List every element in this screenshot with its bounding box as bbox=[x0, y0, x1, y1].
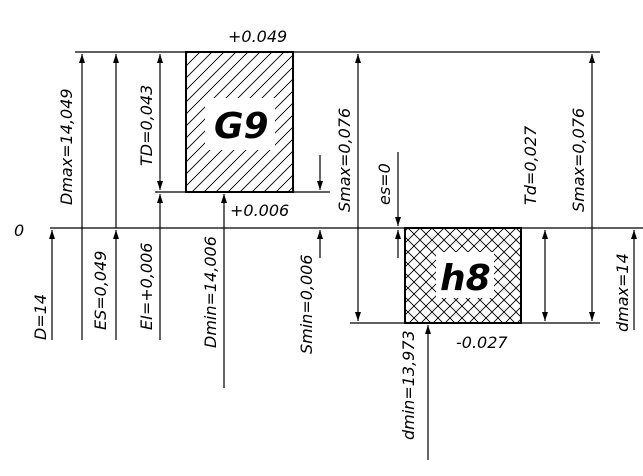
es-label: ES=0,049 bbox=[91, 251, 110, 330]
hole-upper-deviation: +0.049 bbox=[228, 27, 287, 46]
dmin-hole-label: Dmin=14,006 bbox=[201, 236, 220, 348]
td-label: TD=0,043 bbox=[137, 85, 156, 166]
zero-line-label: 0 bbox=[14, 221, 24, 240]
hole-symbol: G9 bbox=[214, 106, 269, 147]
smax-right-label: Smax=0,076 bbox=[569, 108, 588, 212]
td-shaft-label: Td=0,027 bbox=[521, 125, 540, 205]
smax-left-label: Smax=0,076 bbox=[335, 108, 354, 212]
dmin-shaft-label: dmin=13,973 bbox=[399, 330, 418, 440]
ei-label: EI=+0,006 bbox=[137, 243, 156, 330]
d-label: D=14 bbox=[31, 294, 50, 340]
smin-label: Smin=0,006 bbox=[297, 254, 316, 354]
dmax-shaft-label: dmax=14 bbox=[613, 253, 632, 332]
hole-symbol-backdrop bbox=[205, 98, 275, 150]
shaft-lower-deviation: -0.027 bbox=[456, 333, 508, 352]
shaft-symbol: h8 bbox=[440, 258, 491, 299]
shaft-symbol-backdrop bbox=[436, 252, 494, 298]
hole-lower-deviation: +0.006 bbox=[230, 201, 289, 220]
es-zero-label: es=0 bbox=[375, 163, 394, 205]
dmax-label: Dmax=14,049 bbox=[57, 88, 76, 205]
